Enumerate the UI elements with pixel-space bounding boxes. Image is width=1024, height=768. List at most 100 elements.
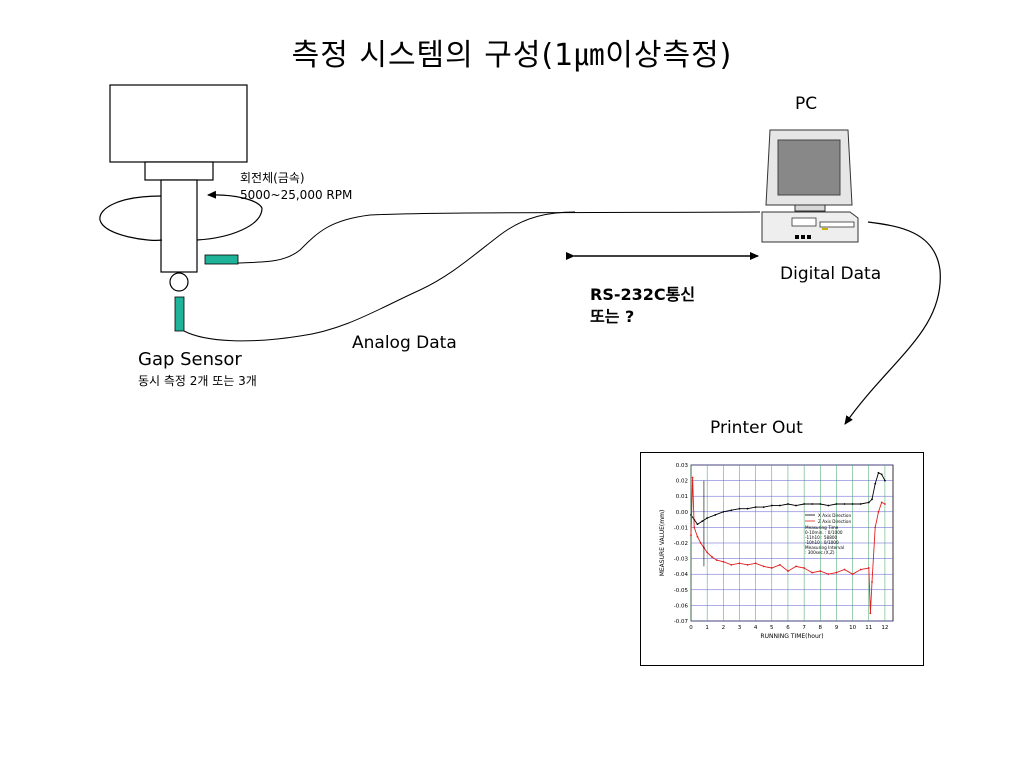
series-point [690, 534, 692, 537]
digital-data-label: Digital Data [780, 264, 882, 284]
series-point [754, 506, 757, 509]
pc-icon [761, 129, 859, 243]
x-tick-label: 11 [865, 625, 872, 631]
series-point [867, 567, 870, 569]
y-tick-label: 0.03 [676, 463, 689, 469]
gap-sensor-horizontal [204, 254, 239, 265]
series-point [693, 526, 696, 529]
measure-chart: 0.030.020.010.00-0.01-0.02-0.03-0.04-0.0… [659, 463, 894, 640]
y-tick-label: -0.01 [674, 525, 688, 531]
rotor-rpm-label: 5000~25,000 RPM [240, 188, 353, 202]
y-axis-label: MEASURE VALUE(mm) [659, 510, 666, 577]
series-point [787, 503, 789, 505]
series-point [874, 526, 877, 529]
series-point [835, 571, 838, 574]
series-point [867, 501, 870, 504]
series-point [827, 573, 830, 576]
series-point [811, 571, 814, 574]
x-tick-label: 5 [770, 625, 774, 631]
monitor-screen [777, 139, 841, 196]
series-point [706, 517, 709, 519]
x-tick-label: 8 [819, 625, 823, 631]
cable-vertical-sensor [183, 211, 576, 342]
rs232-label-line1: RS-232C통신 [590, 285, 696, 304]
series-point [770, 567, 773, 569]
series-point [874, 482, 877, 485]
printer-out-label: Printer Out [710, 418, 803, 438]
gap-sensor-vertical [174, 296, 185, 332]
series-point [851, 573, 854, 576]
series-point [762, 506, 765, 509]
legend-entry: Z Axis Direction [818, 519, 851, 524]
series-point [691, 476, 694, 479]
series-point [762, 565, 765, 568]
motor-housing [109, 84, 248, 163]
series-point [819, 503, 822, 505]
x-tick-label: 7 [802, 625, 806, 631]
series-point [819, 570, 822, 572]
spindle-collar [144, 161, 214, 181]
rotation-arrow [207, 190, 263, 209]
series-point [730, 509, 733, 512]
series-point [746, 507, 749, 510]
x-tick-label: 10 [849, 625, 856, 631]
series-point [835, 503, 838, 505]
series-point [880, 473, 883, 476]
series-point [811, 503, 814, 505]
x-tick-label: 12 [881, 625, 888, 631]
y-tick-label: -0.04 [674, 572, 689, 578]
series-point [859, 568, 862, 571]
series-point [871, 498, 873, 501]
x-tick-label: 9 [835, 625, 839, 631]
x-tick-label: 6 [786, 625, 790, 631]
series-point [871, 581, 873, 583]
series-point [827, 504, 830, 507]
spindle-shaft [160, 179, 198, 273]
gap-sensor-sublabel: 동시 측정 2개 또는 3개 [138, 374, 257, 388]
legend-note: -10h10 : 0/1000 [805, 540, 839, 545]
rotor-label: 회전체(금속) 5000~25,000 RPM [240, 170, 352, 204]
rotation-loop [99, 195, 163, 241]
series-point [738, 562, 741, 565]
series-point [795, 565, 797, 568]
target-ball [169, 272, 189, 292]
series-point [722, 560, 725, 563]
legend-note: -11h10 : 58800 [805, 535, 838, 540]
y-tick-label: -0.03 [674, 557, 689, 563]
series-point [715, 559, 718, 562]
series-point [803, 567, 806, 569]
pc-label: PC [795, 94, 818, 114]
series-point [746, 563, 749, 566]
gap-sensor-label: Gap Sensor [138, 349, 242, 370]
y-tick-label: 0.02 [676, 479, 688, 485]
series-point [714, 514, 717, 516]
analog-data-label: Analog Data [352, 333, 457, 353]
legend-entry: X Axis Direction [818, 513, 851, 518]
rs232-label: RS-232C통신 또는 ? [590, 284, 695, 328]
series-point [795, 504, 797, 507]
series-point [696, 523, 699, 526]
series-point [754, 562, 757, 565]
legend-note: Measuring Time [805, 525, 839, 530]
x-tick-label: 0 [689, 625, 693, 631]
series-point [884, 503, 886, 505]
series-point [738, 507, 741, 510]
series-point [706, 551, 709, 554]
series-point [711, 556, 713, 558]
series-point [699, 542, 702, 544]
printer-arrow [844, 221, 941, 425]
series-point [877, 510, 880, 513]
series-point [877, 471, 880, 474]
series-point [859, 503, 862, 505]
series-point [843, 568, 846, 571]
series-point [778, 504, 781, 507]
y-tick-label: 0.01 [676, 494, 688, 500]
series-point [843, 503, 846, 505]
x-tick-label: 2 [722, 625, 726, 631]
legend-note: Measuring Interval [805, 545, 844, 550]
series-point [722, 510, 725, 513]
x-tick-label: 3 [738, 625, 742, 631]
series-point [803, 503, 806, 505]
legend-note: : 300sec.(X,Z) [805, 550, 835, 555]
